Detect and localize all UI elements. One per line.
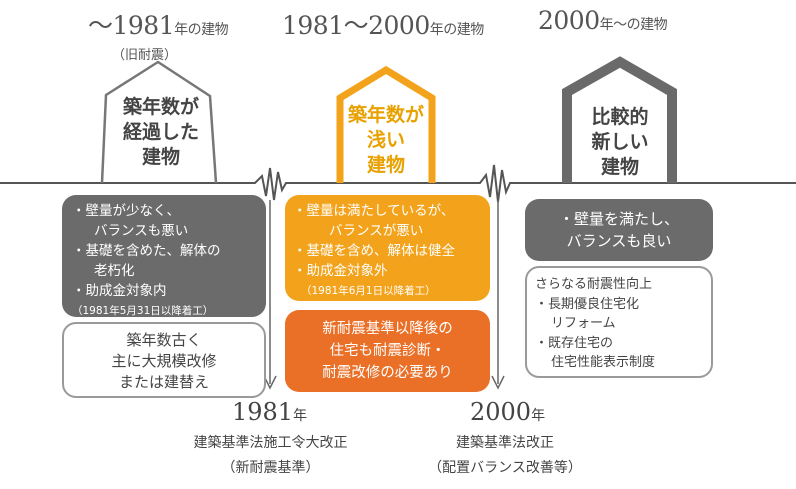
era-3-title-prefix: 2000: [538, 6, 600, 35]
era-3-title-suffix: 年～の建物: [599, 17, 668, 33]
era-2-extra-line: 住宅も耐震診断・: [329, 343, 446, 359]
era-1-title-prefix: ～1981: [88, 11, 175, 40]
era-1-info-box: ・壁量が少なく、 バランスも悪い ・基礎を含めた、解体の 老朽化 ・助成金対象内…: [62, 195, 266, 317]
era-2-house-label-line: 建物: [366, 154, 405, 176]
era-2-info-line: ・助成金対象外: [293, 263, 388, 279]
era-3-extra-box: さらなる耐震性向上 ・長期優良住宅化 リフォーム ・既存住宅の 住宅性能表示制度: [525, 266, 713, 378]
timeline-2000-arrowhead: [491, 375, 505, 390]
era-1-info-line: ・助成金対象内: [72, 283, 167, 299]
era-2-info-line: ・壁量は満たしているが、: [293, 203, 455, 219]
era-1-house-label: 築年数が 経過した 建物: [113, 95, 209, 170]
old-house-outline: [100, 60, 218, 184]
era-3-title: 2000年～の建物: [538, 6, 668, 36]
milestone-2000-law: 建築基準法改正: [456, 435, 554, 451]
era-1-info-line: ・壁量が少なく、: [72, 203, 180, 219]
era-2-house-label-line: 築年数が: [347, 104, 424, 126]
timeline-1981-arrowhead: [263, 375, 277, 390]
era-3-house-label-line: 新しい: [591, 131, 649, 153]
ground-line: [0, 164, 796, 203]
era-1-extra-line: 主に大規模改修: [111, 352, 217, 370]
milestone-2000-year-number: 2000: [470, 398, 532, 426]
era-1-extra-box: 築年数古く 主に大規模改修 または建替え: [62, 322, 266, 398]
era-2-title-prefix: 1981～2000: [282, 11, 430, 40]
era-3-extra-line: 住宅性能表示制度: [551, 355, 656, 370]
milestone-2000-note: （配置バランス改善等）: [428, 460, 582, 476]
era-3-info-box: ・壁量を満たし、 バランスも良い: [525, 199, 713, 261]
era-1-house-label-line: 経過した: [122, 121, 199, 143]
era-3-house-label-line: 比較的: [591, 106, 649, 128]
milestone-1981-year-number: 1981: [232, 398, 294, 426]
era-3-extra-line: ・長期優良住宅化: [535, 296, 640, 312]
era-3-info-line: バランスも良い: [566, 232, 672, 250]
era-1-title: ～1981年の建物: [88, 6, 229, 42]
era-2-info-line: ・基礎を含め、解体は健全: [293, 243, 455, 259]
era-1-info-line: ・基礎を含めた、解体の: [72, 243, 221, 259]
era-2-extra-line: 耐震改修の必要あり: [322, 365, 453, 381]
era-2-extra-box: 新耐震基準以降後の 住宅も耐震診断・ 耐震改修の必要あり: [285, 310, 490, 392]
era-2-info-note: （1981年6月1日以降着工）: [301, 285, 436, 297]
era-2-title: 1981～2000年の建物: [282, 6, 484, 42]
new-house-outline: [562, 56, 677, 183]
era-2-info-line: バランスが悪い: [329, 223, 424, 239]
era-1-info-line: 老朽化: [94, 263, 135, 279]
era-1-subtitle: （旧耐震）: [112, 48, 178, 63]
era-2-info-box: ・壁量は満たしているが、 バランスが悪い ・基礎を含め、解体は健全 ・助成金対象…: [285, 195, 490, 301]
era-1-house-label-line: 建物: [141, 146, 180, 168]
era-2-house-label-line: 浅い: [366, 129, 405, 151]
era-3-house-label-line: 建物: [600, 156, 639, 178]
era-3-extra-line: ・既存住宅の: [535, 335, 614, 351]
era-2-extra-line: 新耐震基準以降後の: [322, 321, 453, 337]
milestone-1981-law: 建築基準法施工令大改正: [193, 435, 348, 451]
milestone-2000-year: 2000年: [470, 398, 545, 426]
era-1-extra-line: 築年数古く: [126, 331, 202, 349]
era-3-extra-line: さらなる耐震性向上: [535, 277, 653, 292]
era-3-info-line: ・壁量を満たし、: [558, 210, 679, 228]
milestone-1981-year-unit: 年: [293, 408, 308, 424]
era-1-info-line: バランスも悪い: [94, 223, 189, 239]
era-3-extra-line: リフォーム: [551, 316, 616, 331]
mid-house-outline: [336, 65, 436, 183]
milestone-2000-year-unit: 年: [531, 408, 546, 424]
era-1-house-label-line: 築年数が: [122, 96, 199, 118]
era-2-house-label: 築年数が 浅い 建物: [340, 103, 432, 178]
milestone-1981-year: 1981年: [232, 398, 307, 426]
era-1-title-suffix: 年の建物: [174, 22, 229, 38]
era-1-extra-line: または建替え: [118, 373, 209, 391]
era-3-house-label: 比較的 新しい 建物: [573, 105, 667, 180]
era-2-title-suffix: 年の建物: [429, 22, 485, 38]
milestone-1981-note: （新耐震基準）: [221, 460, 320, 476]
era-1-info-note: （1981年5月31日以降着工）: [72, 305, 214, 317]
